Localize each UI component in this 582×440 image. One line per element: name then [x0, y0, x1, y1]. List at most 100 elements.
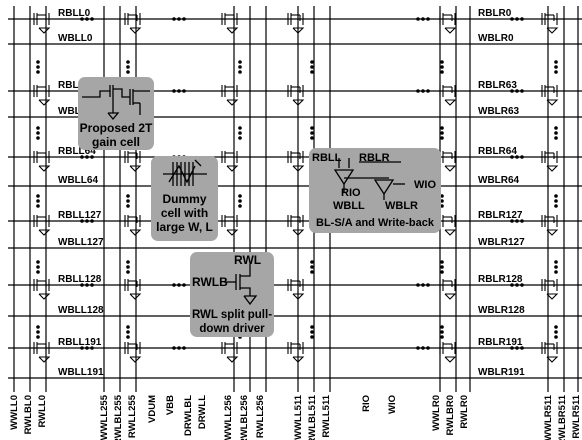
ellipsis-dot — [80, 219, 84, 223]
ellipsis-dot — [80, 283, 84, 287]
right-bitline-label: RBLR63 — [478, 80, 517, 91]
gain-cell — [439, 151, 457, 172]
ellipsis-dot — [177, 89, 181, 93]
ellipsis-dot — [440, 65, 444, 69]
gain-cell — [287, 13, 305, 34]
ellipsis-dot — [126, 70, 130, 74]
left-bitline-label: WBLL128 — [58, 305, 104, 316]
ellipsis-dot — [554, 199, 558, 203]
left-bitline-label: WBLL191 — [58, 367, 104, 378]
wordline-label: WWLL256 — [223, 395, 234, 440]
gain-cell — [33, 151, 51, 172]
ellipsis-dot — [172, 17, 176, 21]
ellipsis-dot — [90, 283, 94, 287]
ellipsis-dot — [80, 17, 84, 21]
bit-line-grid — [8, 6, 582, 392]
ellipsis-dot — [238, 194, 242, 198]
ellipsis-dot — [510, 89, 514, 93]
ellipsis-dot — [510, 283, 514, 287]
left-bitline-labels: RBLL0WBLL0RBLL63WBLL63RBLL64WBLL64RBLL12… — [58, 8, 104, 378]
ellipsis-dot — [440, 204, 444, 208]
right-bitline-label: WBLR191 — [478, 367, 525, 378]
right-bitline-label: WBLR63 — [478, 106, 520, 117]
wordline-label: WIO — [387, 395, 398, 414]
dummy-cell-callout: Dummy cell with large W, L — [151, 156, 218, 241]
gain-cell — [124, 151, 142, 172]
gain-cell — [287, 85, 305, 106]
ellipsis-dot — [310, 260, 314, 264]
dummy-cell-line-3: large W, L — [156, 220, 213, 234]
gain-cell — [33, 13, 51, 34]
wordline-label: WWLL511 — [293, 394, 304, 440]
ellipsis-dot — [36, 131, 40, 135]
ellipsis-dot — [126, 325, 130, 329]
rwl-driver-callout: RWL RWLB RWL split pull- down driver — [190, 252, 274, 337]
left-bitline-label: RBLL63 — [58, 80, 96, 91]
ellipsis-dot — [440, 199, 444, 203]
ellipsis-dot — [554, 65, 558, 69]
wordline-label: DRWLL — [197, 395, 208, 429]
ellipsis-dot — [310, 270, 314, 274]
ellipsis-dot — [182, 346, 186, 350]
right-bitline-label: RBLR128 — [478, 274, 523, 285]
ellipsis-dot — [238, 126, 242, 130]
gain-cell — [541, 13, 559, 34]
ellipsis-dot — [182, 283, 186, 287]
ellipsis-dot — [85, 17, 89, 21]
wordline-label: RWLR511 — [571, 394, 582, 438]
right-bitline-label: RBLR127 — [478, 210, 523, 221]
left-bitline-label: WBLL0 — [58, 33, 93, 44]
sa-wbll-label: WBLL — [333, 200, 365, 212]
gain-cell-title-1: Proposed 2T — [79, 121, 153, 135]
gain-cell — [124, 215, 142, 236]
ellipsis-dot — [416, 346, 420, 350]
gain-cell-callout: Proposed 2T gain cell — [78, 77, 154, 150]
right-bitline-label: RBLR191 — [478, 337, 523, 348]
wordline-label: RWLL0 — [37, 395, 48, 428]
dummy-cell-line-1: Dummy — [162, 192, 207, 206]
ellipsis-dot — [36, 126, 40, 130]
ellipsis-dot — [554, 204, 558, 208]
ellipsis-dot — [36, 270, 40, 274]
ellipsis-dot — [440, 126, 444, 130]
memory-cell-array — [33, 13, 559, 363]
wordline-label: RWLBR0 — [445, 395, 456, 435]
ellipsis-dot — [36, 265, 40, 269]
sa-rio-label: RIO — [341, 187, 361, 199]
wordline-label: RWLBR511 — [557, 394, 568, 440]
gain-cell — [221, 13, 239, 34]
right-bitline-label: RBLR0 — [478, 8, 512, 19]
ellipsis-dot — [416, 17, 420, 21]
rwl-driver-title-1: RWL split pull- — [191, 309, 273, 321]
gain-cell-title-2: gain cell — [91, 135, 141, 149]
gain-cell — [439, 342, 457, 363]
right-bitline-label: WBLR0 — [478, 33, 514, 44]
ellipsis-dot — [554, 126, 558, 130]
ellipsis-dot — [126, 270, 130, 274]
wordline-label: RWLR0 — [459, 395, 470, 429]
gain-cell — [439, 85, 457, 106]
ellipsis-dot — [36, 70, 40, 74]
ellipsis-dot — [126, 204, 130, 208]
ellipsis-dot — [510, 155, 514, 159]
ellipsis-dot — [80, 346, 84, 350]
left-bitline-label: RBLL128 — [58, 274, 102, 285]
right-bitline-label: WBLR128 — [478, 305, 525, 316]
right-bitline-label: WBLR64 — [478, 175, 520, 186]
ellipsis-dot — [36, 60, 40, 64]
ellipsis-dot — [520, 346, 524, 350]
ellipsis-dot — [172, 89, 176, 93]
ellipsis-dot — [520, 283, 524, 287]
rwlb-label: RWLB — [192, 275, 228, 289]
ellipsis-dot — [416, 283, 420, 287]
gain-cell — [541, 215, 559, 236]
ellipsis-dot — [554, 70, 558, 74]
rwl-driver-title-2: down driver — [199, 323, 265, 335]
ellipsis-dot — [421, 283, 425, 287]
ellipsis-dot — [554, 60, 558, 64]
ellipsis-dot — [554, 194, 558, 198]
ellipsis-dot — [440, 270, 444, 274]
ellipsis-dot — [520, 17, 524, 21]
sa-wblr-label: WBLR — [385, 200, 418, 212]
